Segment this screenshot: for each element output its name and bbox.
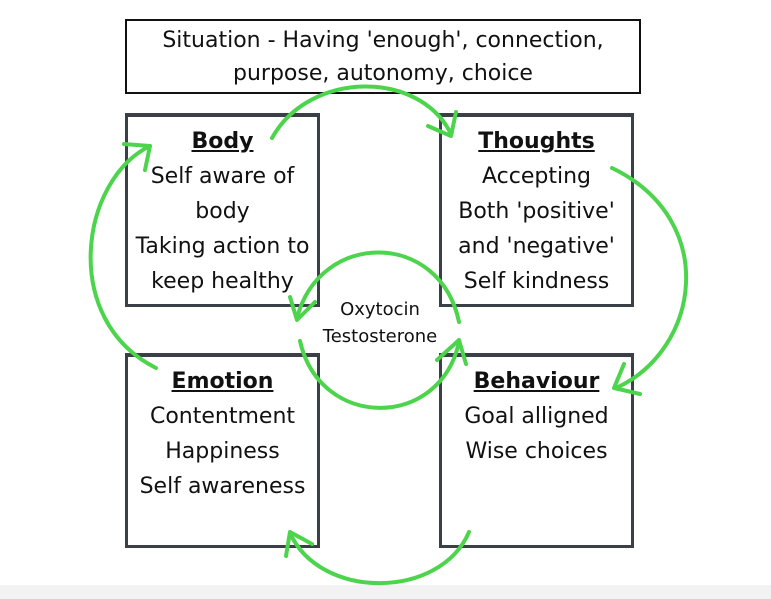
thoughts-title: Thoughts [478, 129, 595, 154]
behaviour-box: Behaviour Goal alligned Wise choices [439, 353, 634, 548]
emotion-line-2: Happiness [165, 439, 280, 464]
thoughts-line-1: Accepting [481, 164, 591, 189]
thoughts-line-3: and 'negative' [458, 234, 615, 259]
thoughts-box: Thoughts Accepting Both 'positive' and '… [439, 113, 634, 307]
body-box: Body Self aware of body Taking action to… [125, 113, 320, 307]
situation-line-1: Situation - Having 'enough', connection, [162, 27, 604, 53]
arrow-thoughts-to-behaviour [610, 166, 689, 390]
arrow-emotion-to-body [88, 144, 158, 370]
situation-line-2: purpose, autonomy, choice [233, 60, 533, 86]
behaviour-title: Behaviour [473, 369, 600, 394]
inner-arrow-lower [298, 339, 461, 410]
emotion-line-1: Contentment [149, 404, 296, 429]
body-title: Body [191, 129, 254, 154]
emotion-box: Emotion Contentment Happiness Self aware… [125, 353, 320, 548]
hormone-oxytocin: Oxytocin [340, 299, 420, 320]
behaviour-line-2: Wise choices [465, 439, 608, 464]
arrowhead-body-to-thoughts [426, 110, 458, 138]
inner-arrowhead-upper [288, 295, 317, 322]
behaviour-line-1: Goal alligned [464, 404, 609, 429]
arrowhead-behaviour-to-emotion [284, 530, 314, 558]
bottom-strip [0, 585, 771, 599]
arrowhead-emotion-to-body [122, 142, 152, 172]
body-line-4: keep healthy [151, 269, 294, 294]
body-line-1: Self aware of [150, 164, 295, 189]
hormone-testosterone: Testosterone [322, 326, 438, 347]
body-line-3: Taking action to [135, 234, 310, 259]
thoughts-line-4: Self kindness [463, 269, 610, 294]
arrow-behaviour-to-emotion [288, 530, 471, 585]
emotion-line-3: Self awareness [139, 474, 306, 499]
body-line-2: body [195, 199, 250, 224]
inner-arrow-upper [295, 250, 461, 324]
emotion-title: Emotion [171, 369, 274, 394]
thoughts-line-2: Both 'positive' [458, 199, 615, 224]
arrow-body-to-thoughts [270, 84, 453, 140]
situation-box: Situation - Having 'enough', connection,… [125, 19, 641, 94]
arrowhead-thoughts-to-behaviour [612, 362, 642, 396]
hormones-label: Oxytocin Testosterone [300, 296, 460, 350]
inner-arrowhead-lower [435, 338, 468, 366]
